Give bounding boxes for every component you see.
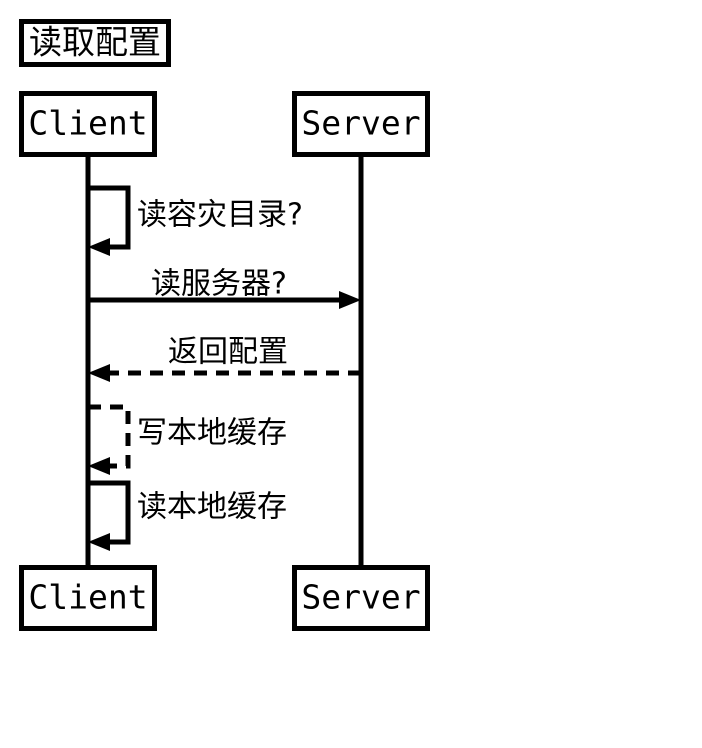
message-5-label: 读本地缓存 [137,490,287,525]
participant-rect-client-bottom [19,565,157,631]
message-5-self-read-local-cache[interactable]: 读本地缓存 [88,480,287,551]
message-3-return-config[interactable]: 返回配置 [88,335,361,383]
message-3-arrowhead [88,364,110,382]
participant-rect-client-top [19,91,157,157]
diagram-title-label: 读取配置 [29,23,161,62]
message-4-label: 写本地缓存 [137,416,287,451]
message-1-arrowhead [88,238,110,256]
participant-box-client-top[interactable]: Client [19,91,157,157]
participant-box-server-top[interactable]: Server [292,91,430,157]
participant-box-server-bottom[interactable]: Server [292,565,430,631]
message-4-path [88,404,131,469]
participant-label-server-bottom: Server [301,578,420,617]
message-4-arrowhead [88,457,110,475]
participant-label-server-top: Server [301,104,420,143]
message-4-self-write-local-cache[interactable]: 写本地缓存 [88,404,287,475]
message-3-label: 返回配置 [168,335,288,370]
message-1-self-read-dr-directory[interactable]: 读容灾目录? [88,185,303,256]
participant-label-client-bottom: Client [28,578,147,617]
message-2-arrowhead [339,291,361,309]
participant-label-client-top: Client [28,104,147,143]
message-5-arrowhead [88,533,110,551]
message-5-path [88,480,131,545]
message-2-label: 读服务器? [151,267,287,302]
message-2-call-read-server[interactable]: 读服务器? [88,267,361,310]
message-1-label: 读容灾目录? [137,198,303,233]
participant-rect-server-bottom [292,565,430,631]
diagram-title-box: 读取配置 [19,19,171,67]
message-1-path [88,185,131,250]
participant-rect-server-top [292,91,430,157]
participant-box-client-bottom[interactable]: Client [19,565,157,631]
diagram-title-rect [19,19,171,67]
